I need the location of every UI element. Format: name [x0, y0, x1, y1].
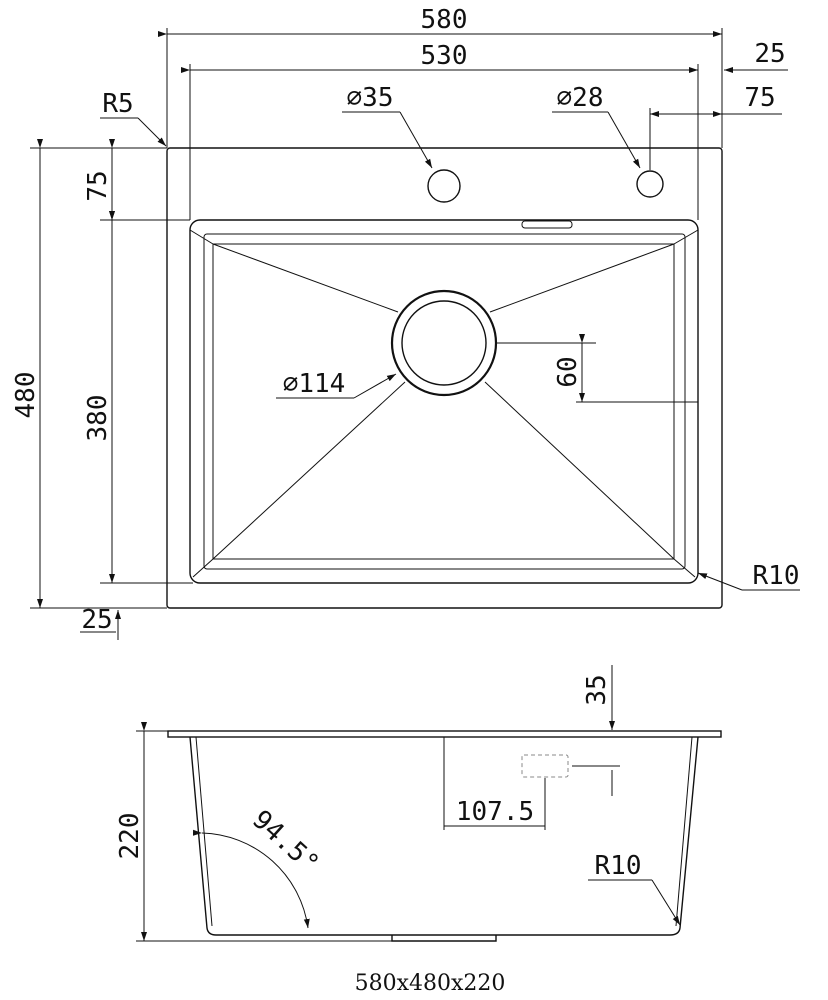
dim-bowl-corner: R10 — [753, 561, 800, 591]
tap-hole-right — [636, 170, 664, 198]
side-drain — [391, 935, 497, 942]
dim-right-offset: 25 — [754, 39, 785, 69]
dim-hole-left: ⌀35 — [347, 83, 394, 113]
dim-tap-offset: 75 — [744, 83, 775, 113]
overflow-slot — [521, 220, 573, 229]
caption: 580x480x220 — [355, 971, 506, 996]
dim-height: 220 — [115, 813, 145, 860]
dim-hole-right: ⌀28 — [557, 83, 604, 113]
dim-corner-r5: R5 — [102, 89, 133, 119]
side-bowl — [189, 736, 699, 936]
dim-bowl-width: 530 — [421, 41, 468, 71]
dim-drain: ⌀114 — [283, 369, 346, 399]
dim-top-ledge: 75 — [83, 170, 113, 201]
dim-overall-depth: 480 — [11, 372, 41, 419]
drain-inner — [401, 300, 487, 386]
wall-angle-arc — [192, 829, 310, 929]
dim-bowl-depth: 380 — [83, 395, 113, 442]
dim-overflow-offset: 107.5 — [456, 797, 534, 827]
dim-bottom-offset: 25 — [81, 605, 112, 635]
top-view: 580 530 25 75 R5 ⌀35 ⌀28 480 7 — [11, 5, 800, 640]
side-rim — [167, 730, 722, 738]
dim-overall-width: 580 — [421, 5, 468, 35]
drain-outer — [390, 289, 498, 397]
dim-rim: 35 — [582, 674, 612, 705]
dim-side-corner: R10 — [595, 851, 642, 881]
side-view: 35 107.5 220 94.5° R10 — [115, 665, 722, 942]
sink-outline — [166, 147, 723, 609]
overflow-hidden — [521, 754, 569, 778]
tap-hole-left — [427, 169, 461, 203]
dim-drain-offset: 60 — [553, 356, 583, 387]
dim-wall-angle: 94.5° — [246, 805, 324, 880]
